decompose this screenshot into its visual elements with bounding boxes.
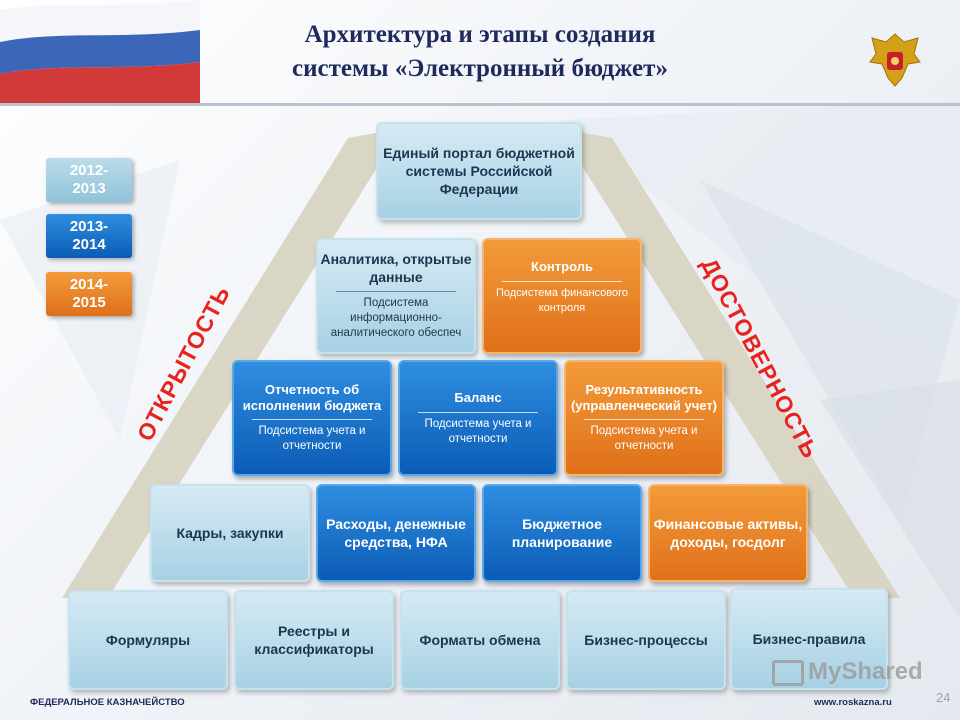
rules-box: Бизнес-правила [730, 588, 888, 690]
control-subtitle: Подсистема финансового контроля [495, 287, 629, 314]
balance-title: Баланс [454, 390, 502, 405]
registries-title: Реестры и классификаторы [254, 623, 374, 657]
analytics-box: Аналитика, открытые данные Подсистема ин… [316, 238, 476, 354]
expenses-box: Расходы, денежные средства, НФА [316, 484, 476, 582]
legend-year-label: 2012- 2013 [69, 162, 109, 197]
balance-box: Баланс Подсистема учета и отчетности [398, 360, 558, 476]
planning-title: Бюджетное планирование [511, 516, 613, 550]
watermark-text: MyShared [808, 658, 923, 685]
results-title: Результативность (управленческий учет) [570, 382, 718, 413]
slide-title: Архитектура и этапы создания системы «Эл… [210, 18, 750, 86]
results-divider [584, 419, 704, 420]
reporting-title: Отчетность об исполнении бюджета [242, 382, 382, 413]
reporting-subtitle: Подсистема учета и отчетности [258, 425, 366, 452]
control-divider [502, 281, 622, 282]
legend-year-2014-2015: 2014- 2015 [46, 272, 132, 316]
analytics-subtitle: Подсистема информационно-аналитического … [330, 297, 462, 339]
forms-box: Формуляры [68, 590, 228, 690]
control-box: Контроль Подсистема финансового контроля [482, 238, 642, 354]
analytics-divider [336, 291, 456, 292]
legend-year-label: 2013- 2014 [69, 218, 109, 253]
legend-year-2012-2013: 2012- 2013 [46, 158, 132, 202]
results-box: Результативность (управленческий учет) П… [564, 360, 724, 476]
footer-website: www.roskazna.ru [814, 697, 892, 708]
personnel-title: Кадры, закупки [176, 525, 284, 541]
analytics-title: Аналитика, открытые данные [320, 251, 472, 285]
footer-organization: ФЕДЕРАЛЬНОЕ КАЗНАЧЕЙСТВО [30, 697, 185, 708]
processes-title: Бизнес-процессы [584, 632, 708, 648]
assets-box: Финансовые активы, доходы, госдолг [648, 484, 808, 582]
russian-flag-decoration [0, 0, 200, 105]
results-subtitle: Подсистема учета и отчетности [590, 425, 698, 452]
balance-divider [418, 412, 538, 413]
watermark-logo: MyShared [772, 658, 923, 686]
reporting-divider [252, 419, 372, 420]
registries-box: Реестры и классификаторы [234, 590, 394, 690]
planning-box: Бюджетное планирование [482, 484, 642, 582]
balance-subtitle: Подсистема учета и отчетности [424, 418, 532, 445]
legend-year-2013-2014: 2013- 2014 [46, 214, 132, 258]
watermark-icon [772, 659, 804, 686]
assets-title: Финансовые активы, доходы, госдолг [653, 516, 803, 550]
portal-title: Единый портал бюджетной системы Российск… [383, 145, 575, 197]
forms-title: Формуляры [105, 632, 191, 648]
treasury-emblem-icon [862, 28, 928, 94]
reporting-box: Отчетность об исполнении бюджета Подсист… [232, 360, 392, 476]
expenses-title: Расходы, денежные средства, НФА [326, 516, 466, 550]
legend-year-label: 2014- 2015 [69, 276, 109, 311]
formats-title: Форматы обмена [419, 632, 541, 648]
title-line-1: Архитектура и этапы создания [304, 21, 656, 48]
page-number: 24 [936, 690, 951, 705]
formats-box: Форматы обмена [400, 590, 560, 690]
processes-box: Бизнес-процессы [566, 590, 726, 690]
header-separator [0, 103, 960, 106]
rules-title: Бизнес-правила [752, 631, 866, 647]
title-line-2: системы «Электронный бюджет» [292, 55, 668, 82]
control-title: Контроль [531, 259, 593, 274]
personnel-box: Кадры, закупки [150, 484, 310, 582]
portal-box: Единый портал бюджетной системы Российск… [376, 122, 582, 220]
